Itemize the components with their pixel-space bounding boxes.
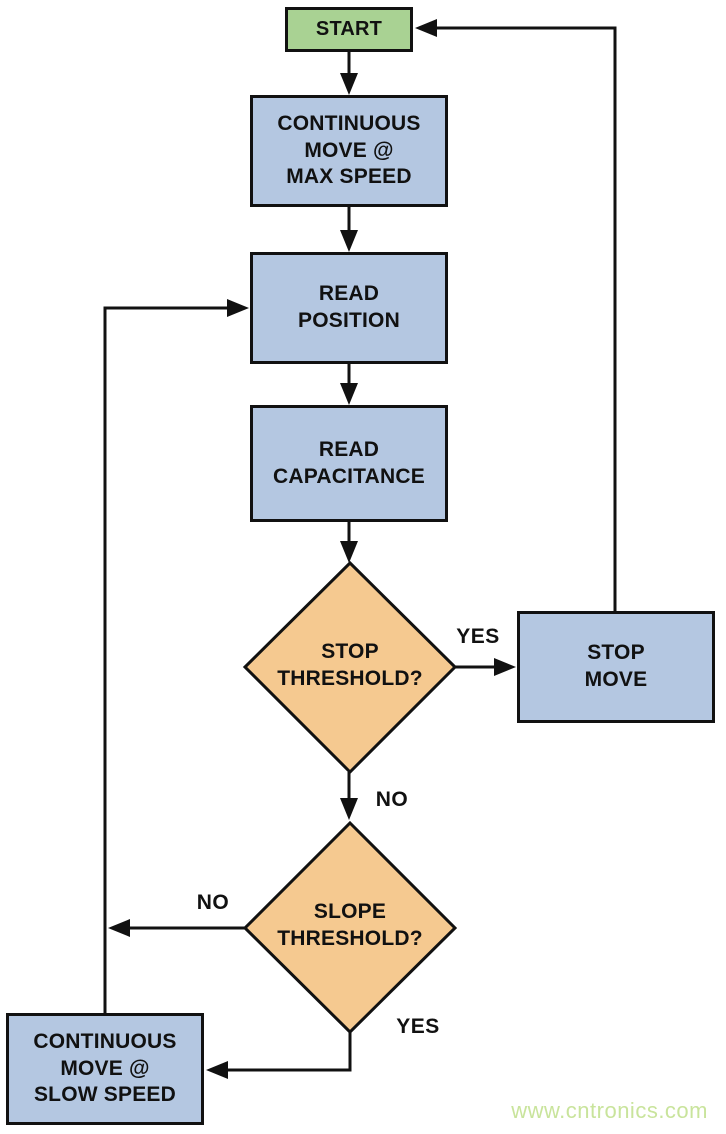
edge-stop-threshold-no-to-slope-threshold — [340, 772, 358, 820]
node-stop-move: STOP MOVE — [517, 611, 715, 723]
edge-start-to-move-max — [340, 52, 358, 95]
node-continuous-move-max-speed: CONTINUOUS MOVE @ MAX SPEED — [250, 95, 448, 207]
node-slope-threshold-shape — [242, 820, 458, 1035]
arrowhead-down-icon — [340, 541, 358, 563]
edge-stop-move-to-start — [415, 19, 617, 611]
node-stop-threshold-label: STOP THRESHOLD? — [277, 640, 423, 691]
arrowhead-left-icon — [206, 1061, 228, 1079]
arrowhead-down-icon — [340, 73, 358, 95]
arrowhead-left-icon — [415, 19, 437, 37]
edge-slope-threshold-yes-to-move-slow — [206, 1032, 352, 1079]
edge-move-max-to-read-position — [340, 207, 358, 252]
edge-label-slope-yes: YES — [396, 1015, 440, 1038]
arrowhead-down-icon — [340, 230, 358, 252]
edge-move-slow-to-read-position — [103, 299, 249, 1013]
arrowhead-left-icon — [108, 919, 130, 937]
edge-stop-threshold-yes-to-stop-move — [455, 658, 516, 676]
node-read-position: READ POSITION — [250, 252, 448, 364]
arrowhead-down-icon — [340, 383, 358, 405]
node-slope-threshold-label: SLOPE THRESHOLD? — [277, 900, 423, 951]
edge-read-position-to-read-capacitance — [340, 364, 358, 405]
arrowhead-right-icon — [494, 658, 516, 676]
arrowhead-down-icon — [340, 798, 358, 820]
node-start: START — [285, 7, 413, 52]
watermark-text: www.cntronics.com — [511, 1098, 708, 1123]
arrowhead-right-icon — [227, 299, 249, 317]
node-continuous-move-slow-speed: CONTINUOUS MOVE @ SLOW SPEED — [6, 1013, 204, 1125]
edge-label-stop-no: NO — [375, 788, 409, 811]
edge-slope-threshold-no-to-left-rail — [108, 919, 245, 937]
node-stop-threshold-shape — [242, 560, 458, 775]
edge-read-capacitance-to-stop-threshold — [340, 522, 358, 563]
node-read-capacitance: READ CAPACITANCE — [250, 405, 448, 522]
edge-label-stop-yes: YES — [456, 625, 500, 648]
edge-label-slope-no: NO — [196, 891, 230, 914]
